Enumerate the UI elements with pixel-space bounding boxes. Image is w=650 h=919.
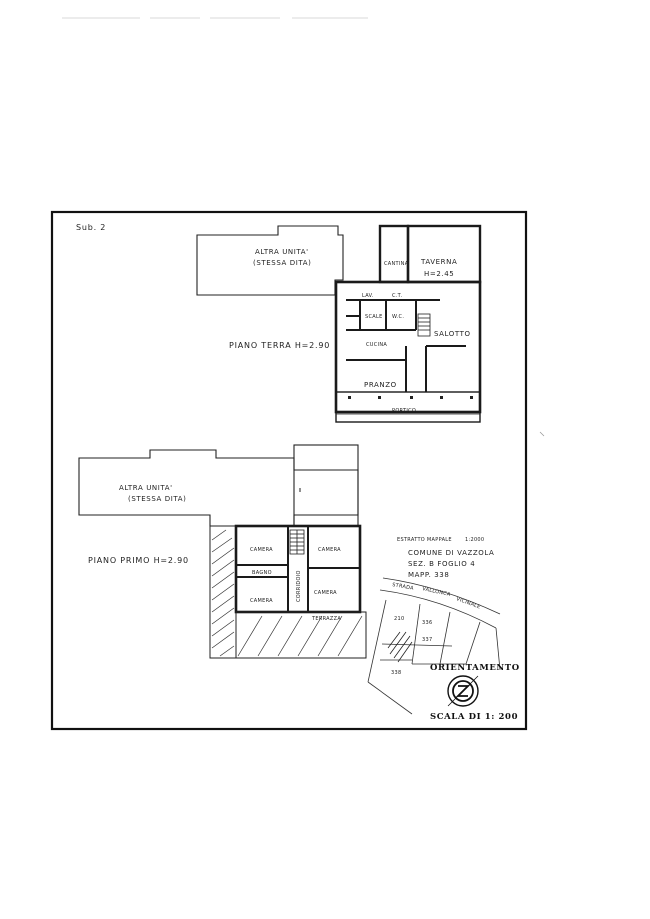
cantina-room (378, 224, 410, 284)
margin-ticks (539, 431, 545, 437)
cucina-label: CUCINA (366, 342, 387, 348)
first-garage-block (293, 444, 359, 527)
first-floor-plan: ALTRA UNITA' (STESSA DITA) (78, 444, 367, 659)
parcel-210: 210 (394, 616, 404, 622)
orientation-block: ORIENTAMENTO SCALA DI 1: 200 (430, 663, 520, 722)
camera-1-label: CAMERA (250, 547, 273, 553)
portico-label: PORTICO (392, 408, 416, 414)
ground-other-unit-line-2: (STESSA DITA) (253, 259, 311, 267)
ground-staircase (417, 313, 431, 337)
ground-other-unit-line-1: ALTRA UNITA' (255, 248, 309, 256)
terrazza-label: TERRAZZA (311, 616, 341, 622)
bagno-label: BAGNO (252, 570, 272, 576)
camera-2-label: CAMERA (318, 547, 341, 553)
taverna-height-label: H=2.45 (424, 270, 454, 278)
road-label-3: VICINALE (455, 596, 481, 610)
scale-label: SCALE (365, 314, 383, 320)
camera-4-label: CAMERA (314, 590, 337, 596)
road-label-1: STRADA (392, 582, 415, 592)
terrazza-hatching (211, 529, 363, 657)
first-floor-label: PIANO PRIMO H=2.90 (88, 556, 189, 565)
extract-line-1: COMUNE DI VAZZOLA (408, 549, 494, 557)
portico-area (335, 391, 481, 423)
pranzo-label: PRANZO (364, 381, 397, 389)
salotto-label: SALOTTO (434, 330, 471, 338)
extract-line-3: MAPP. 338 (408, 571, 449, 579)
ct-label: C.T. (392, 293, 402, 299)
camera-3-label: CAMERA (250, 598, 273, 604)
orientation-label: ORIENTAMENTO (430, 663, 520, 673)
parcel-hatch (387, 631, 413, 663)
extract-line-2: SEZ. B FOGLIO 4 (408, 560, 475, 568)
extract-title: ESTRATTO MAPPALE (397, 537, 452, 543)
ground-other-unit (196, 225, 344, 296)
sub-label: Sub. 2 (76, 223, 106, 232)
road-label-2: VALLONCA (422, 586, 452, 598)
sheet-frame (50, 210, 528, 731)
portico-columns (348, 396, 473, 399)
wc-label: W.C. (392, 314, 404, 320)
lav-label: LAV. (362, 293, 374, 299)
house-outline (334, 280, 482, 414)
taverna-label: TAVERNA (420, 258, 457, 266)
parcel-337: 337 (422, 637, 432, 643)
ground-floor-plan: ALTRA UNITA' (STESSA DITA) CANTINA TAVER… (196, 224, 482, 423)
parcel-338: 338 (391, 670, 401, 676)
ground-floor-label: PIANO TERRA H=2.90 (229, 341, 330, 350)
parcel-336: 336 (422, 620, 432, 626)
extract-title-scale: 1:2000 (465, 537, 484, 543)
cadastral-extract: ESTRATTO MAPPALE 1:2000 COMUNE DI VAZZOL… (367, 537, 501, 715)
cantina-label: CANTINA (384, 261, 409, 267)
cadastral-map (367, 577, 501, 715)
first-staircase (289, 529, 305, 555)
drawing-scale-label: SCALA DI 1: 200 (430, 712, 518, 722)
first-other-unit-line-2: (STESSA DITA) (128, 495, 186, 503)
corridoio-label: CORRIDOIO (296, 570, 302, 602)
north-arrow-icon (447, 675, 479, 707)
first-other-unit-line-1: ALTRA UNITA' (119, 484, 173, 492)
